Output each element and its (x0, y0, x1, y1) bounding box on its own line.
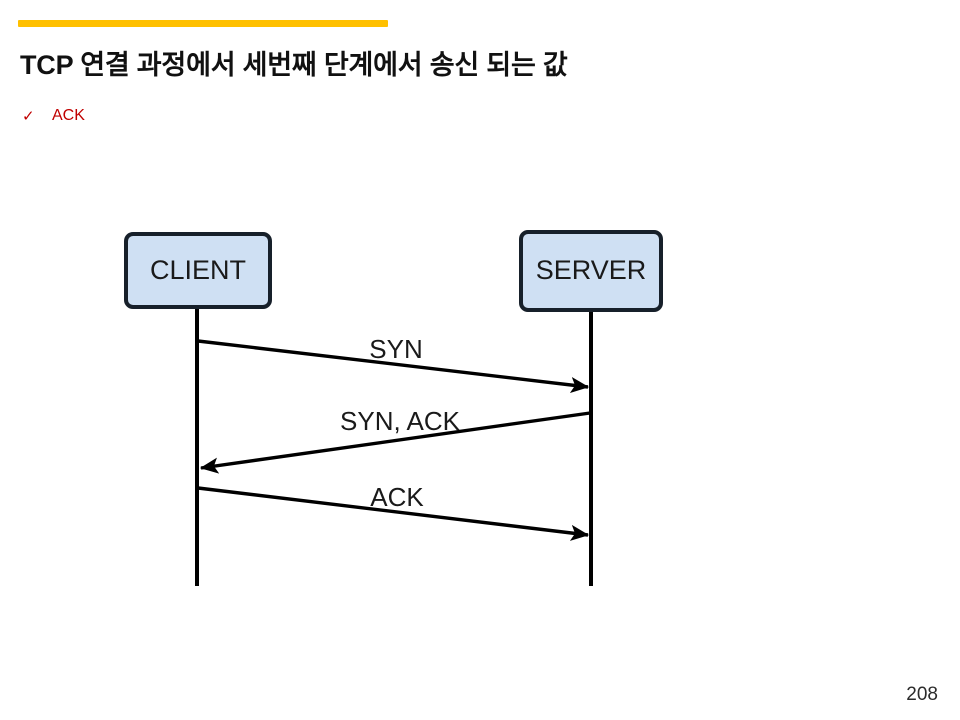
message-arrow-syn-ack (199, 411, 591, 474)
message-label-syn-ack: SYN, ACK (340, 406, 461, 436)
page-number: 208 (906, 684, 938, 705)
participant-box-server (519, 230, 663, 312)
participant-label-client: CLIENT (150, 255, 246, 285)
message-label-syn: SYN (369, 334, 422, 364)
message-arrow-ack (197, 486, 590, 541)
message-arrow-syn (197, 339, 590, 394)
page-title: TCP 연결 과정에서 세번째 단계에서 송신 되는 값 (20, 50, 568, 80)
title-accent-rule (18, 20, 388, 27)
bullet-item-label: ACK (52, 107, 85, 124)
participant-label-server: SERVER (536, 255, 647, 285)
message-label-ack: ACK (370, 482, 424, 512)
participant-box-client (124, 232, 272, 309)
bullet-list-item: ✓ ACK (22, 108, 85, 124)
check-icon: ✓ (22, 107, 35, 125)
